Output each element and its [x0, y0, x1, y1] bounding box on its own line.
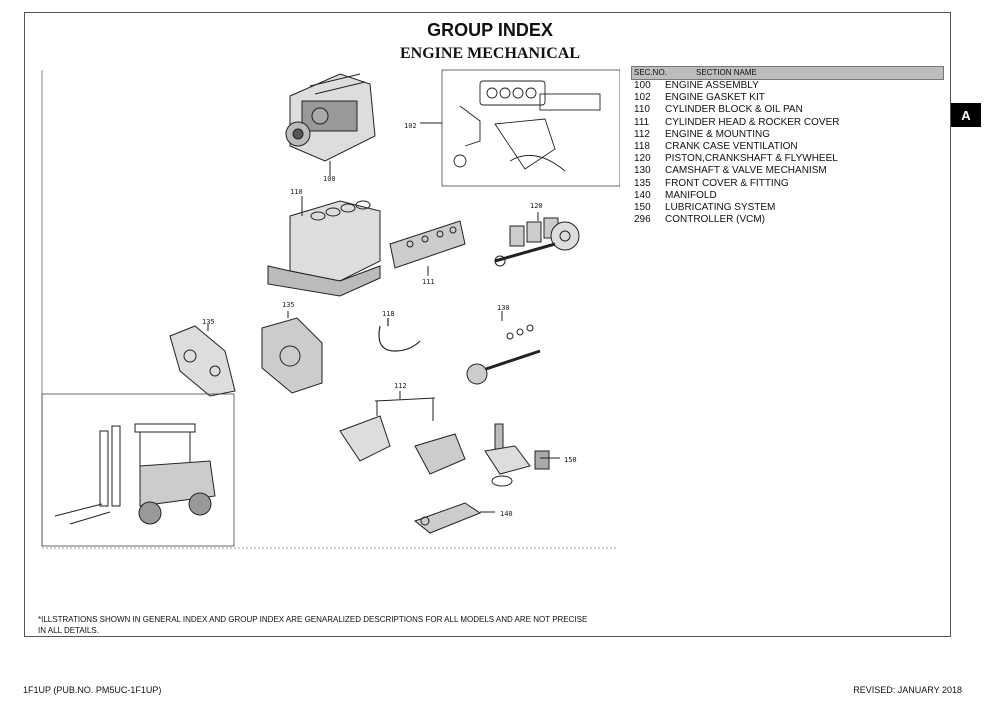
section-row[interactable]: 118 CRANK CASE VENTILATION	[631, 141, 944, 153]
section-row[interactable]: 110 CYLINDER BLOCK & OIL PAN	[631, 104, 944, 116]
callout-135a: 135	[202, 318, 215, 326]
section-number: 130	[634, 165, 651, 177]
section-row[interactable]: 140 MANIFOLD	[631, 190, 944, 202]
section-name: MANIFOLD	[665, 189, 717, 201]
section-number: 140	[634, 189, 651, 201]
table-header: SEC.NO. SECTION NAME	[631, 66, 944, 80]
cylinder-block-drawing[interactable]	[267, 196, 381, 297]
manifold-drawing[interactable]	[413, 502, 495, 534]
callout-135b: 135	[282, 301, 295, 309]
section-name: LUBRICATING SYSTEM	[665, 201, 776, 213]
callout-100: 100	[323, 175, 336, 183]
callout-111: 111	[422, 278, 435, 286]
gasket-kit-box	[441, 69, 620, 187]
front-cover-b-drawing[interactable]	[261, 311, 323, 394]
section-name: CAMSHAFT & VALVE MECHANISM	[665, 165, 827, 177]
engine-assembly-drawing[interactable]	[285, 73, 376, 176]
forklift-drawing[interactable]	[54, 423, 216, 525]
callout-112: 112	[394, 382, 407, 390]
camshaft-drawing[interactable]	[466, 311, 541, 385]
callout-118: 118	[382, 310, 395, 318]
section-number: 135	[634, 177, 651, 189]
section-number: 296	[634, 214, 651, 226]
section-tab-a[interactable]: A	[951, 103, 981, 127]
section-row[interactable]: 111 CYLINDER HEAD & ROCKER COVER	[631, 117, 944, 129]
ventilation-hose-drawing[interactable]	[378, 318, 421, 352]
header-section-name: SECTION NAME	[696, 68, 757, 77]
lubricating-system-drawing[interactable]	[484, 423, 560, 487]
page-subtitle: ENGINE MECHANICAL	[399, 45, 580, 62]
callout-110: 110	[290, 188, 303, 196]
callout-140: 140	[500, 510, 513, 518]
piston-crankshaft-drawing[interactable]	[494, 212, 580, 267]
footnote-line-1: *ILLSTRATIONS SHOWN IN GENERAL INDEX AND…	[38, 615, 588, 624]
publication-number: 1F1UP (PUB.NO. PM5UC-1F1UP)	[23, 685, 162, 695]
section-row[interactable]: 296 CONTROLLER (VCM)	[631, 214, 944, 226]
revision-date: REVISED: JANUARY 2018	[853, 685, 962, 695]
page-title: GROUP INDEX	[427, 20, 553, 40]
section-name: CONTROLLER (VCM)	[665, 214, 766, 226]
section-name: CYLINDER BLOCK & OIL PAN	[665, 104, 803, 116]
section-number: 118	[634, 140, 650, 152]
section-name: PISTON,CRANKSHAFT & FLYWHEEL	[665, 153, 838, 165]
footnote-line-2: IN ALL DETAILS.	[38, 626, 99, 635]
section-row[interactable]: 112 ENGINE & MOUNTING	[631, 129, 944, 141]
section-row[interactable]: 100 ENGINE ASSEMBLY	[631, 80, 944, 92]
callout-102: 102	[404, 122, 417, 130]
section-row[interactable]: 135 FRONT COVER & FITTING	[631, 178, 944, 190]
cylinder-head-drawing[interactable]	[389, 220, 466, 276]
section-number: 100	[634, 80, 651, 91]
header-sec-no: SEC.NO.	[634, 68, 667, 77]
engine-parts-illustration: 100 102 110 111 120	[41, 69, 620, 549]
section-name: CRANK CASE VENTILATION	[665, 140, 798, 152]
section-row[interactable]: 102 ENGINE GASKET KIT	[631, 92, 944, 104]
section-number: 150	[634, 201, 651, 213]
callout-120: 120	[530, 202, 543, 210]
section-row[interactable]: 130 CAMSHAFT & VALVE MECHANISM	[631, 165, 944, 177]
section-name: ENGINE ASSEMBLY	[665, 80, 759, 91]
gasket-kit-drawing[interactable]	[420, 80, 601, 172]
callout-130: 130	[497, 304, 510, 312]
section-number: 112	[634, 128, 650, 140]
section-name: CYLINDER HEAD & ROCKER COVER	[665, 116, 840, 128]
section-number: 102	[634, 92, 651, 104]
front-cover-a-drawing[interactable]	[169, 324, 236, 397]
section-row[interactable]: 120 PISTON,CRANKSHAFT & FLYWHEEL	[631, 153, 944, 165]
section-name: FRONT COVER & FITTING	[665, 177, 789, 189]
footnote: *ILLSTRATIONS SHOWN IN GENERAL INDEX AND…	[38, 614, 638, 636]
engine-mounting-drawing[interactable]	[339, 391, 466, 475]
forklift-box	[41, 393, 235, 547]
section-number: 110	[634, 104, 650, 116]
section-number: 111	[634, 116, 650, 128]
page-frame	[24, 12, 951, 637]
section-name: ENGINE & MOUNTING	[665, 128, 771, 140]
section-number: 120	[634, 153, 651, 165]
section-name: ENGINE GASKET KIT	[665, 92, 765, 104]
section-row[interactable]: 150 LUBRICATING SYSTEM	[631, 202, 944, 214]
callout-150: 150	[564, 456, 577, 464]
